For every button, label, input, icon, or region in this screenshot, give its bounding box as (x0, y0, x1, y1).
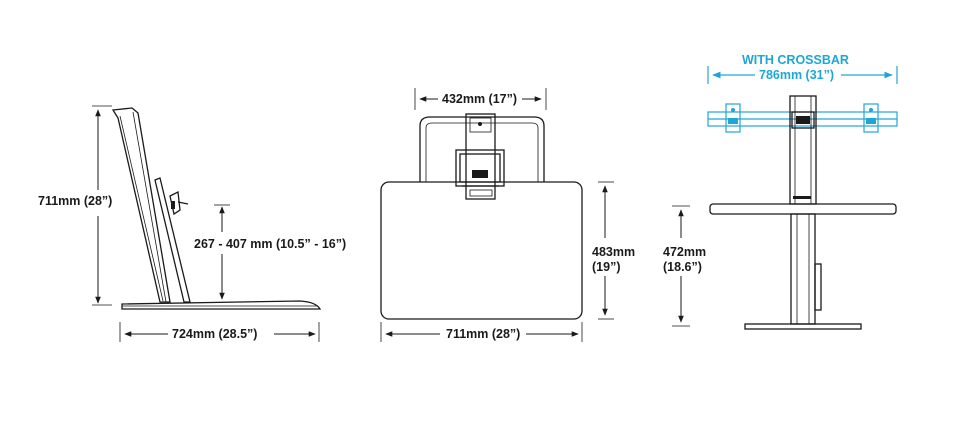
front-depth-label-line2: (19”) (592, 260, 620, 274)
rear-lower-column (790, 213, 816, 325)
side-depth-label: 724mm (28.5”) (172, 327, 257, 341)
side-post (111, 107, 171, 303)
rear-height-label-line1: 472mm (663, 245, 706, 259)
front-top-width-label: 432mm (17”) (442, 92, 517, 106)
side-range-label: 267 - 407 mm (10.5” - 16”) (194, 237, 346, 251)
rear-view: WITH CROSSBAR 786mm (31”) 472mm (18.6”) (663, 53, 898, 330)
front-monitor-frame (419, 116, 545, 182)
side-base-plate (121, 300, 322, 310)
side-view: 711mm (28”) 267 - 407 mm (10.5” - 16”) 7… (38, 105, 346, 342)
side-inner-support (154, 177, 191, 303)
side-height-label: 711mm (28”) (38, 194, 112, 208)
rear-worksurface (709, 203, 897, 215)
rear-base (744, 323, 862, 330)
front-center-column (465, 113, 496, 200)
rear-right-bracket (863, 103, 879, 133)
front-worksurface (380, 181, 583, 320)
crossbar-width-label: 786mm (31”) (759, 68, 834, 82)
front-depth-label-line1: 483mm (592, 245, 635, 259)
rear-left-bracket (725, 103, 741, 133)
crossbar-title: WITH CROSSBAR (742, 53, 849, 67)
front-width-label: 711mm (28”) (446, 327, 520, 341)
rear-height-label-line2: (18.6”) (663, 260, 702, 274)
front-view: 432mm (17”) 483mm (19”) 711mm (28”) (380, 88, 635, 342)
